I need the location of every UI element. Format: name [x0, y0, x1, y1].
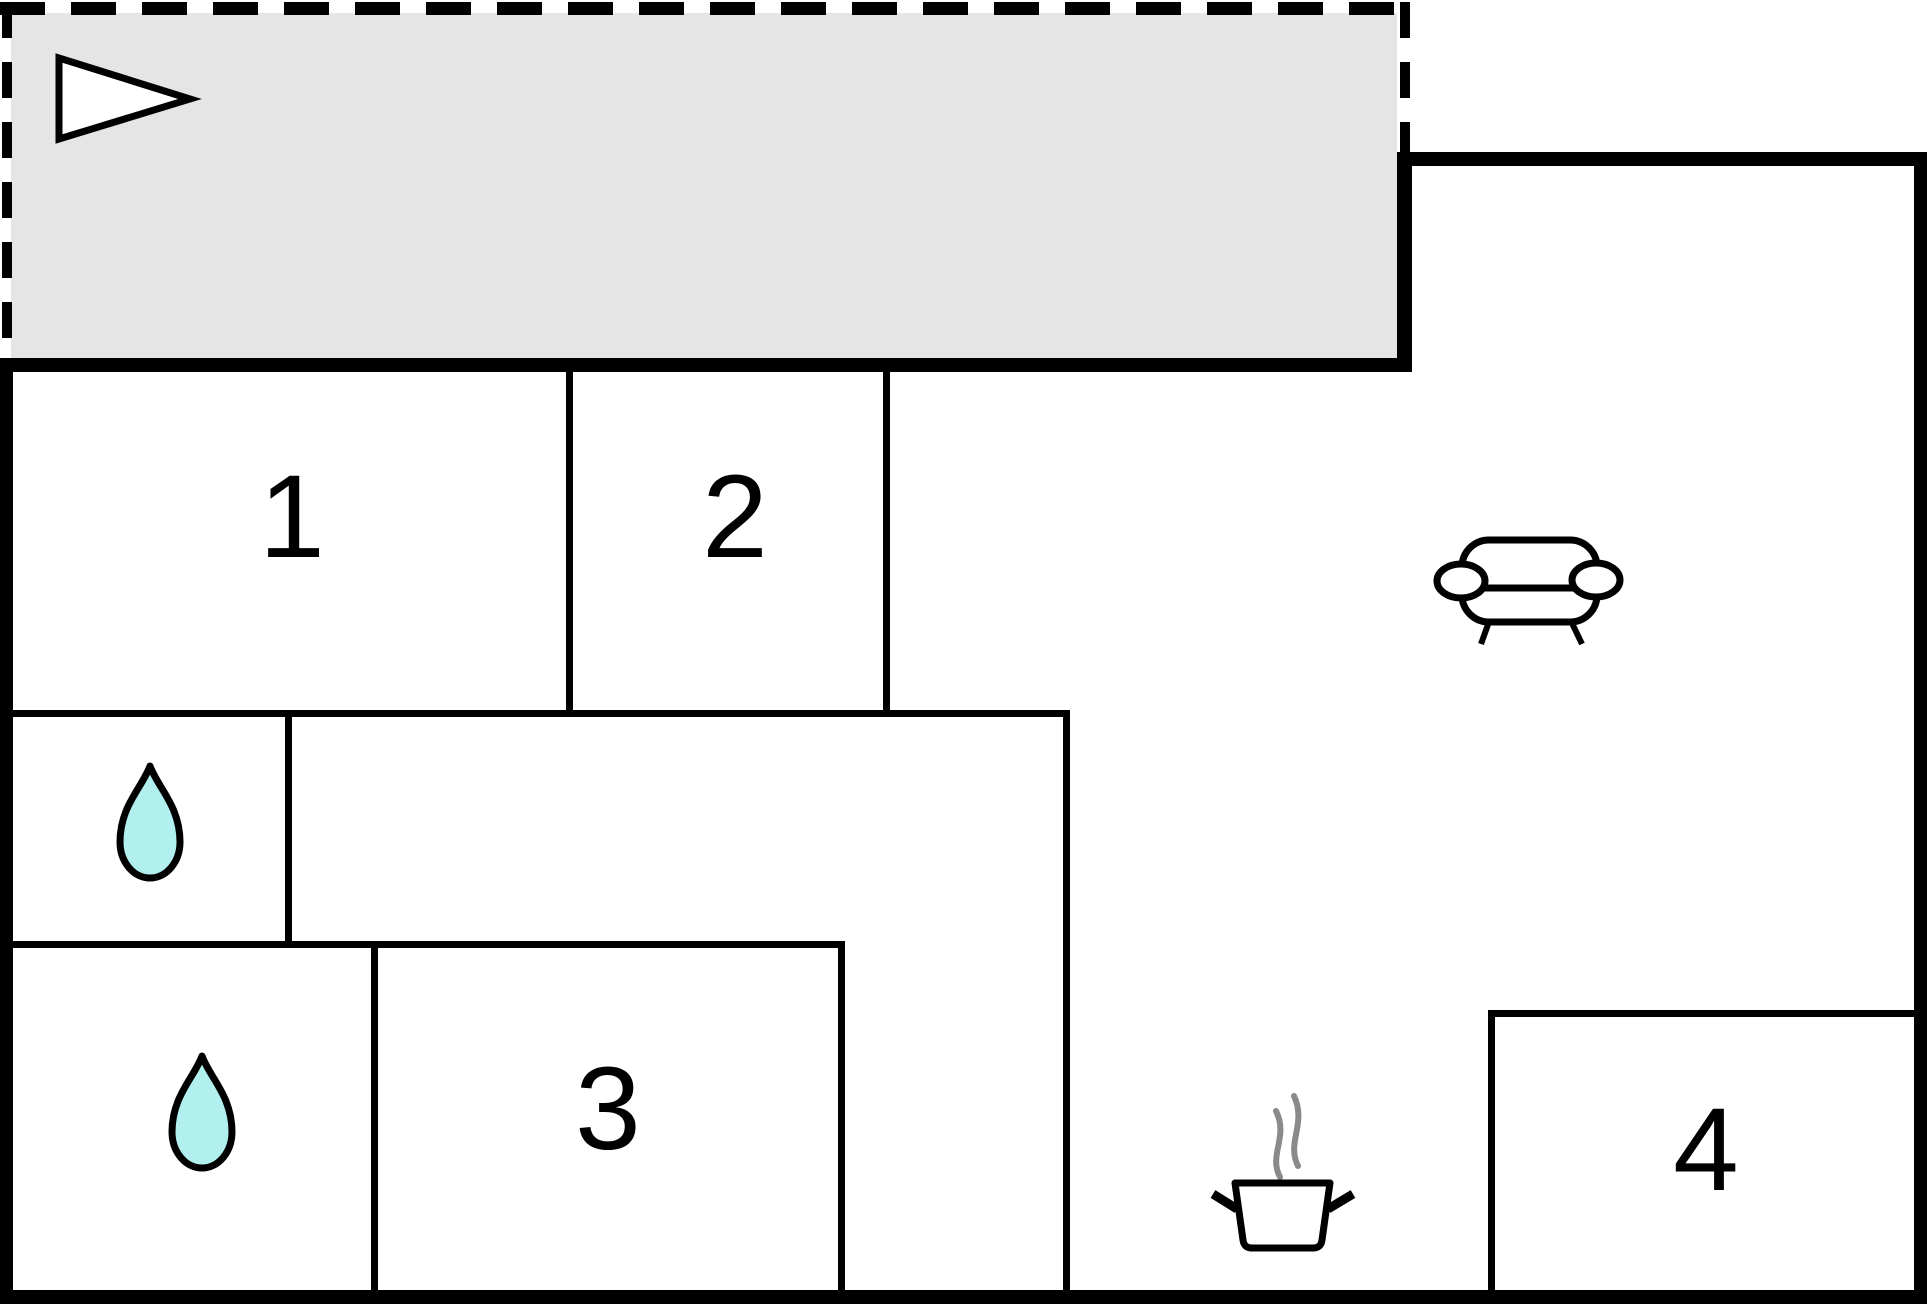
steam-icon [1273, 1093, 1302, 1180]
wall-bottom-rooms-top [13, 941, 845, 948]
wall-terrace-right-junction [1397, 152, 1412, 372]
hallway-area [292, 717, 1063, 941]
wall-hall-living [1063, 710, 1070, 1290]
wall-bathroom2-room3 [371, 941, 378, 1290]
wall-outer-top-right [1397, 152, 1927, 166]
wall-outer-bottom [0, 1290, 1927, 1304]
wall-hall-top [13, 710, 1070, 717]
room-3-label: 3 [575, 1043, 641, 1175]
water-drop-icon [116, 762, 184, 882]
wall-bathroom1-right [285, 710, 292, 948]
wall-outer-left [0, 358, 13, 1304]
terrace-dashed-border-top [0, 2, 1412, 15]
wall-outer-right [1914, 152, 1927, 1304]
wall-terrace-bottom [0, 358, 1412, 372]
terrace-dashed-border-right [1400, 2, 1410, 154]
wall-room4-top [1488, 1010, 1920, 1017]
direction-arrow-icon [55, 53, 202, 144]
room-1-label: 1 [259, 451, 325, 583]
water-drop-icon [168, 1052, 236, 1172]
room-4-label: 4 [1673, 1084, 1739, 1216]
wall-room3-right [838, 941, 845, 1290]
terrace-dashed-border-left [2, 2, 12, 359]
cooking-pot-icon [1210, 1093, 1356, 1252]
wall-room2-living [883, 372, 890, 713]
room-2-label: 2 [702, 451, 768, 583]
sofa-icon [1433, 536, 1624, 646]
terrace-area [11, 13, 1397, 358]
wall-room1-room2 [566, 372, 573, 713]
wall-room4-left [1488, 1010, 1495, 1290]
